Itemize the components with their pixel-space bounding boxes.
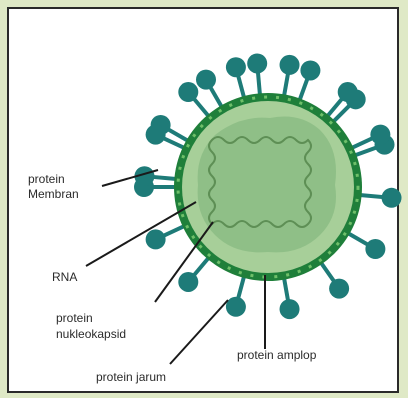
spike-head [226,297,246,317]
spike-head [365,239,385,259]
label-spike-protein: protein jarum [96,370,166,384]
spike-head [280,299,300,319]
pointer-spike [170,300,228,364]
label-nucleocapsid-line1: protein [56,311,93,325]
spike-head [329,279,349,299]
label-rna: RNA [52,270,77,284]
label-nucleocapsid-line2: nukleokapsid [56,327,126,341]
spike-head [226,57,246,77]
spike-head [178,82,198,102]
spike-head [196,70,216,90]
spike-head [338,82,358,102]
spike-head [146,229,166,249]
spike-head [300,60,320,80]
label-membrane-protein-line2: Membran [28,187,79,201]
spike-head [280,55,300,75]
spike-head [382,188,402,208]
label-envelope-protein: protein amplop [237,348,317,362]
spike-head [370,125,390,145]
spike-head [178,272,198,292]
spike-head [146,125,166,145]
label-membrane-protein-line1: protein [28,172,65,186]
spike-head [247,53,267,73]
pointer-rna [86,202,196,266]
